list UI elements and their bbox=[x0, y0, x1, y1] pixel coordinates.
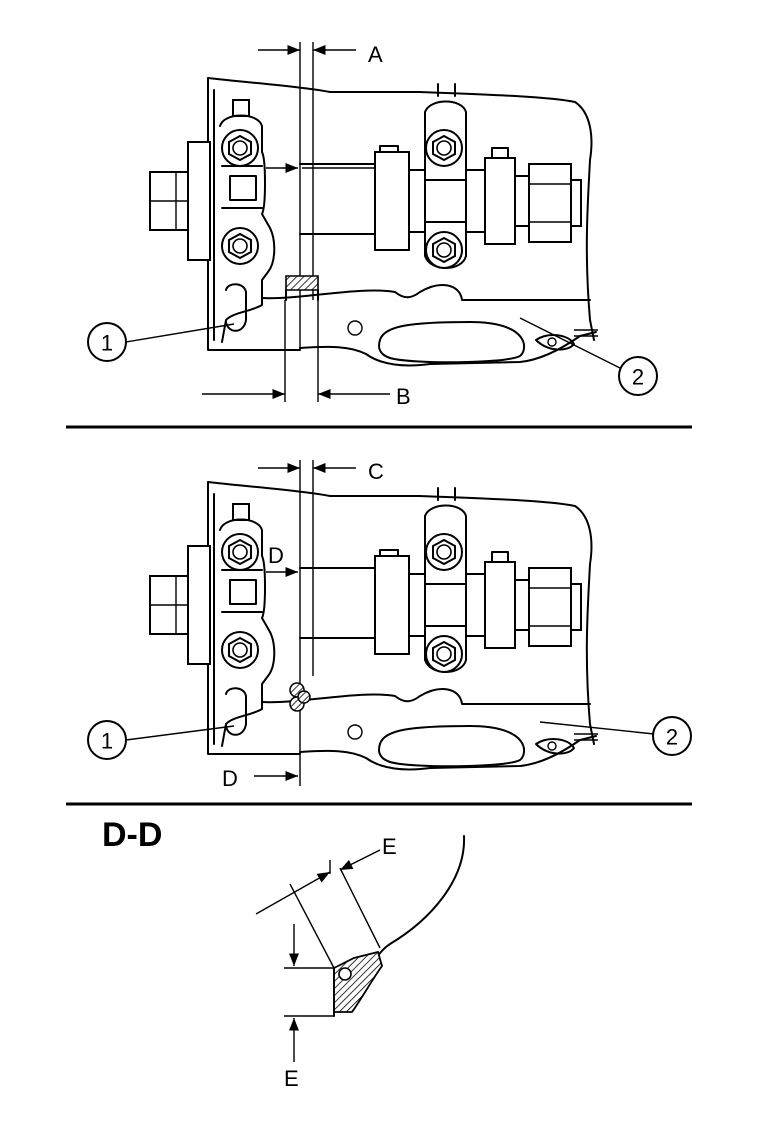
callout-1-label: 1 bbox=[101, 331, 113, 356]
dimension-b-label: B bbox=[396, 384, 411, 409]
callout-1-circle bbox=[87, 322, 127, 362]
callout-1-label-lower: 1 bbox=[101, 729, 113, 754]
section-d-label-bottom: D bbox=[222, 766, 238, 791]
callout-2-label: 2 bbox=[632, 365, 644, 390]
callout-1-circle-lower bbox=[87, 720, 127, 760]
callout-2-circle-lower bbox=[652, 716, 692, 756]
engine-view-middle: C D D 1 2 bbox=[87, 459, 692, 791]
dimension-c-label: C bbox=[368, 459, 384, 484]
callout-2-circle bbox=[618, 356, 658, 396]
engine-view-top: A B 1 2 bbox=[87, 42, 658, 409]
dimension-e-label-bottom: E bbox=[284, 1066, 299, 1091]
section-d-label-top: D bbox=[268, 543, 284, 568]
dimension-e-label-top: E bbox=[382, 834, 397, 859]
section-d-d: D-D E E bbox=[102, 816, 466, 1091]
callout-2-label-lower: 2 bbox=[666, 725, 678, 750]
dimension-a-label: A bbox=[368, 42, 383, 67]
section-title: D-D bbox=[102, 816, 162, 854]
